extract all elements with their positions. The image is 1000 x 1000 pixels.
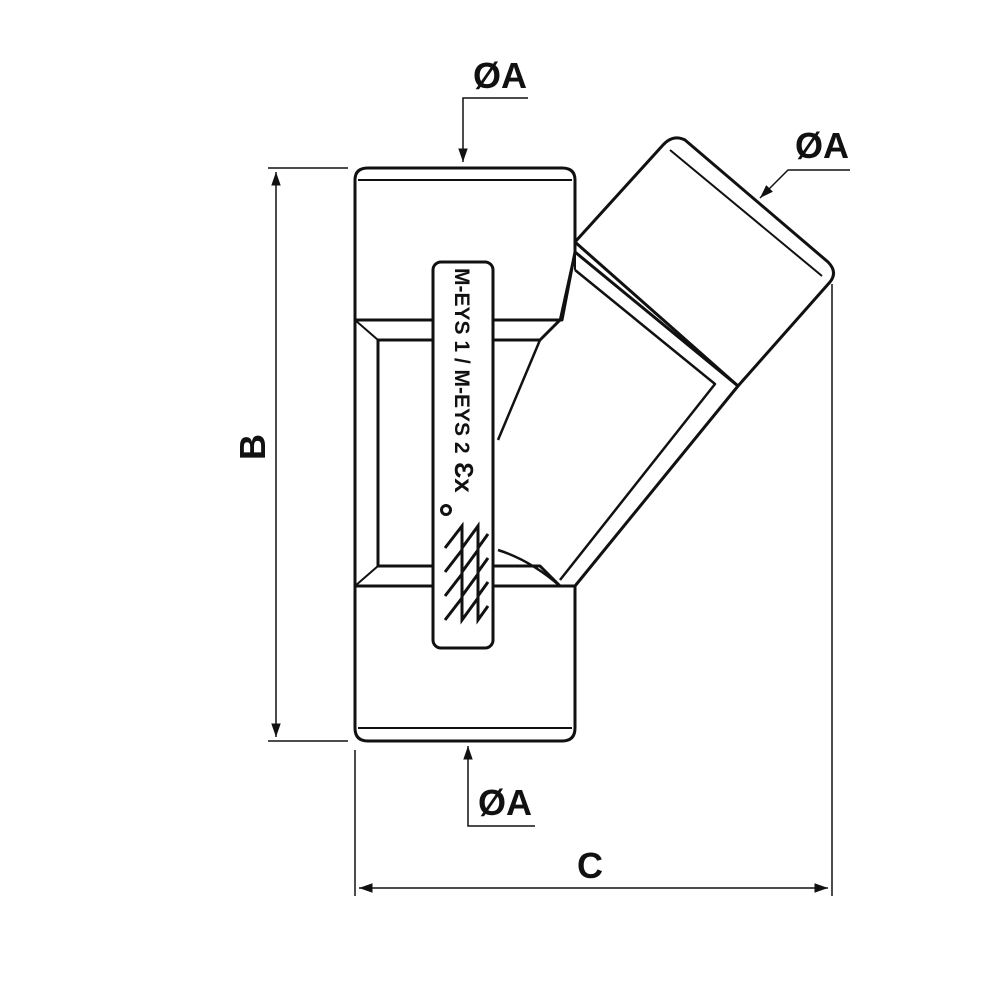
- nameplate-ex-mark: Ɛx: [449, 462, 479, 493]
- branch-stem: [573, 250, 740, 587]
- top-diameter-label: ØA: [473, 55, 527, 96]
- width-label: C: [577, 845, 603, 886]
- dimension-branch-diameter: ØA: [759, 125, 850, 199]
- branch-diameter-label: ØA: [795, 125, 849, 166]
- dimension-top-diameter: ØA: [458, 55, 528, 162]
- dimension-height: B: [232, 167, 348, 742]
- fitting-body: [353, 136, 835, 743]
- bottom-diameter-label: ØA: [478, 782, 532, 823]
- nameplate: M-EYS 1 / M-EYS 2 Ɛx: [431, 260, 495, 650]
- dimension-bottom-diameter: ØA: [463, 746, 535, 827]
- height-label: B: [232, 434, 273, 460]
- branch-hub: [573, 136, 835, 388]
- certification-mark-icon: [440, 504, 452, 516]
- bottom-hub: [353, 584, 577, 743]
- manufacturer-logo: [443, 521, 490, 625]
- nameplate-model: M-EYS 1 / M-EYS 2: [450, 268, 473, 454]
- top-hub: [353, 166, 577, 322]
- dimension-width: C: [354, 284, 833, 896]
